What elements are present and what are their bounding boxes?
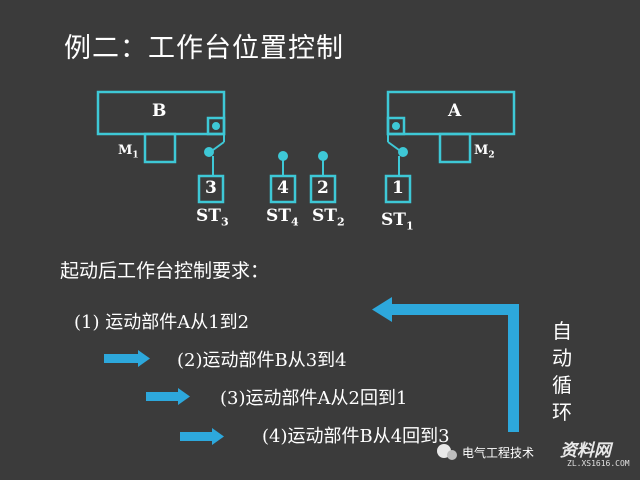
switch-num-2: 2 [317,178,329,198]
requirement-title: 起动后工作台控制要求： [60,260,270,282]
cam-a [387,122,408,176]
watermark-text: 电气工程技术 [462,446,535,460]
switch-box-1 [384,174,412,204]
step-1: (1) 运动部件A从1到2 [74,312,250,333]
loop-arrow [372,297,519,432]
switch-num-3: 3 [205,178,217,198]
worktable-a [386,90,516,164]
plungers [278,151,328,176]
switch-label-st4: ST4 [266,206,299,229]
table-b-label: B [152,101,167,121]
switch-num-1: 1 [392,178,404,198]
table-a-label: A [448,101,462,121]
step-4: (4)运动部件B从4回到3 [262,426,450,447]
loop-char: 环 [552,400,572,424]
step-3: (3)运动部件A从2回到1 [220,388,408,409]
switch-num-4: 4 [277,178,289,198]
motor-m2-label: M2 [474,143,495,161]
switch-label-st3: ST3 [196,206,229,229]
flow-arrows [104,350,224,445]
switch-label-st1: ST1 [381,210,414,233]
step-2: (2)运动部件B从3到4 [177,350,347,371]
loop-label: 自 动 循 环 [549,318,575,426]
loop-char: 自 [552,319,572,343]
motor-m1-label: M1 [118,143,139,161]
page-title: 例二：工作台位置控制 [64,33,344,64]
worktable-b [96,90,226,164]
arrow-step-2 [104,350,150,367]
loop-char: 动 [552,346,572,370]
cam-b [204,122,225,176]
switch-box-3 [197,174,225,204]
switch-label-st2: ST2 [312,206,345,229]
switch-boxes [197,174,412,204]
watermark-logo: 资料网 [560,441,611,461]
watermark-url: ZL.XS1616.COM [567,459,630,468]
arrow-step-4 [180,428,224,445]
arrow-step-3 [146,388,190,405]
loop-char: 循 [552,373,572,397]
wechat-icon [437,444,457,460]
